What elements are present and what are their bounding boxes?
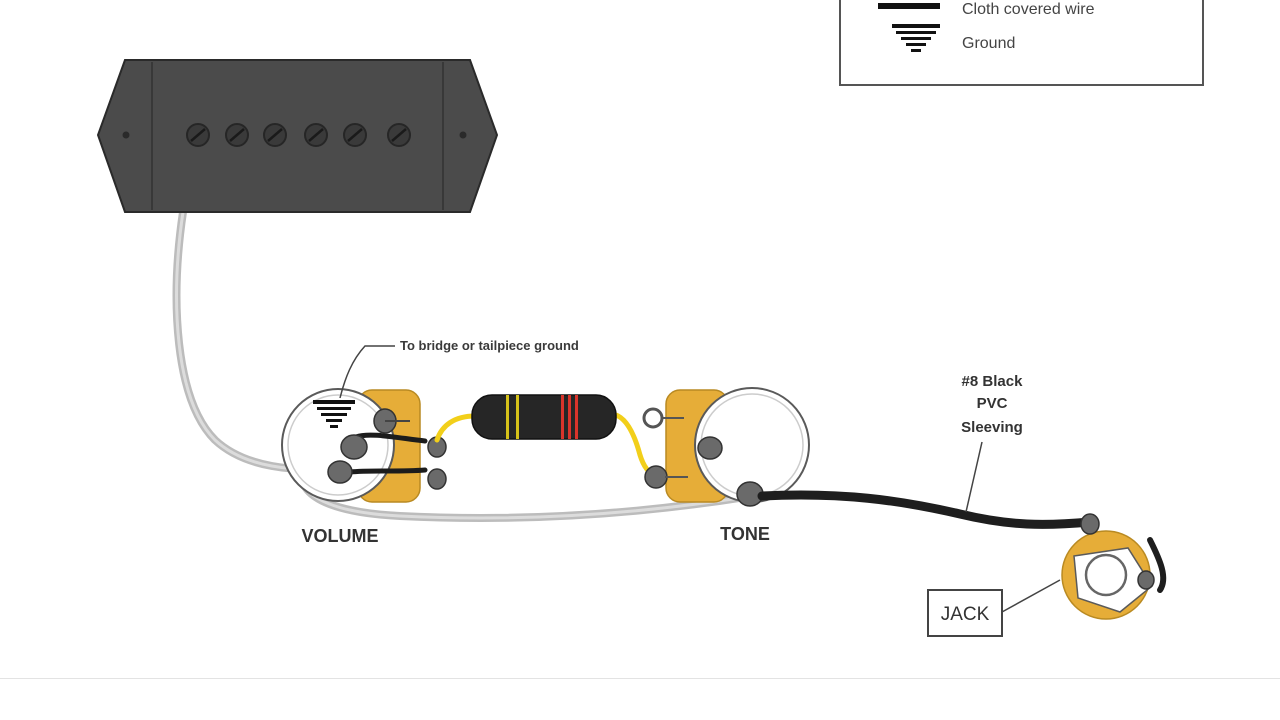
- pole-screw-icon: [387, 123, 411, 147]
- output-jack: [1061, 513, 1167, 620]
- volume-output-wire: [347, 467, 428, 475]
- annotations: To bridge or tailpiece ground #8 Black P…: [301, 338, 1061, 637]
- jack-socket-icon: [1084, 553, 1128, 597]
- capacitor-lead-left: [434, 413, 478, 443]
- pickup-cover: [96, 59, 499, 213]
- jack-ground-wire: [1147, 537, 1167, 593]
- mounting-screw-icon: [459, 131, 467, 139]
- ground-symbol-icon: [313, 400, 355, 428]
- sleeving-label-line3: Sleeving: [961, 419, 1023, 436]
- solder-joint-icon: [644, 436, 764, 507]
- volume-pot: [281, 388, 447, 503]
- sleeving-leader: [965, 441, 983, 513]
- pole-screw-icon: [263, 123, 287, 147]
- sleeved-output-wire: [757, 490, 1095, 529]
- legend: Cloth covered wire Ground: [839, 0, 1204, 86]
- tone-pot: [642, 387, 810, 507]
- sleeving-label-line2: PVC: [977, 395, 1008, 412]
- bridge-ground-annotation: To bridge or tailpiece ground: [400, 338, 579, 353]
- solder-joint-icon: [1080, 513, 1155, 590]
- capacitor-body: [471, 394, 617, 440]
- capacitor-band: [561, 395, 564, 439]
- tone-label: TONE: [720, 524, 770, 544]
- capacitor-band: [575, 395, 578, 439]
- sleeving-label-line1: #8 Black: [962, 373, 1024, 390]
- bridge-ground-leader: [339, 345, 395, 399]
- legend-cloth-wire-label: Cloth covered wire: [962, 1, 1095, 18]
- mounting-screw-icon: [122, 131, 130, 139]
- bottom-divider: [0, 678, 1280, 679]
- capacitor-band: [568, 395, 571, 439]
- volume-label: VOLUME: [301, 526, 378, 546]
- legend-ground-label: Ground: [962, 35, 1015, 52]
- pole-screw-icon: [343, 123, 367, 147]
- capacitor-band: [516, 395, 519, 439]
- tone-capacitor: [471, 394, 617, 440]
- capacitor-band: [506, 395, 509, 439]
- solder-lug-icon: [642, 407, 684, 429]
- pole-screw-icon: [225, 123, 249, 147]
- jack-label-box: [927, 589, 1003, 637]
- pole-pieces: [186, 123, 411, 147]
- jack-leader: [1001, 579, 1061, 613]
- p90-pickup: [96, 59, 499, 213]
- pole-screw-icon: [304, 123, 328, 147]
- jack-label: JACK: [941, 604, 990, 625]
- volume-pot-body: [281, 388, 395, 502]
- ground-symbol-icon: [892, 24, 940, 52]
- pole-screw-icon: [186, 123, 210, 147]
- legend-border: [839, 0, 1204, 86]
